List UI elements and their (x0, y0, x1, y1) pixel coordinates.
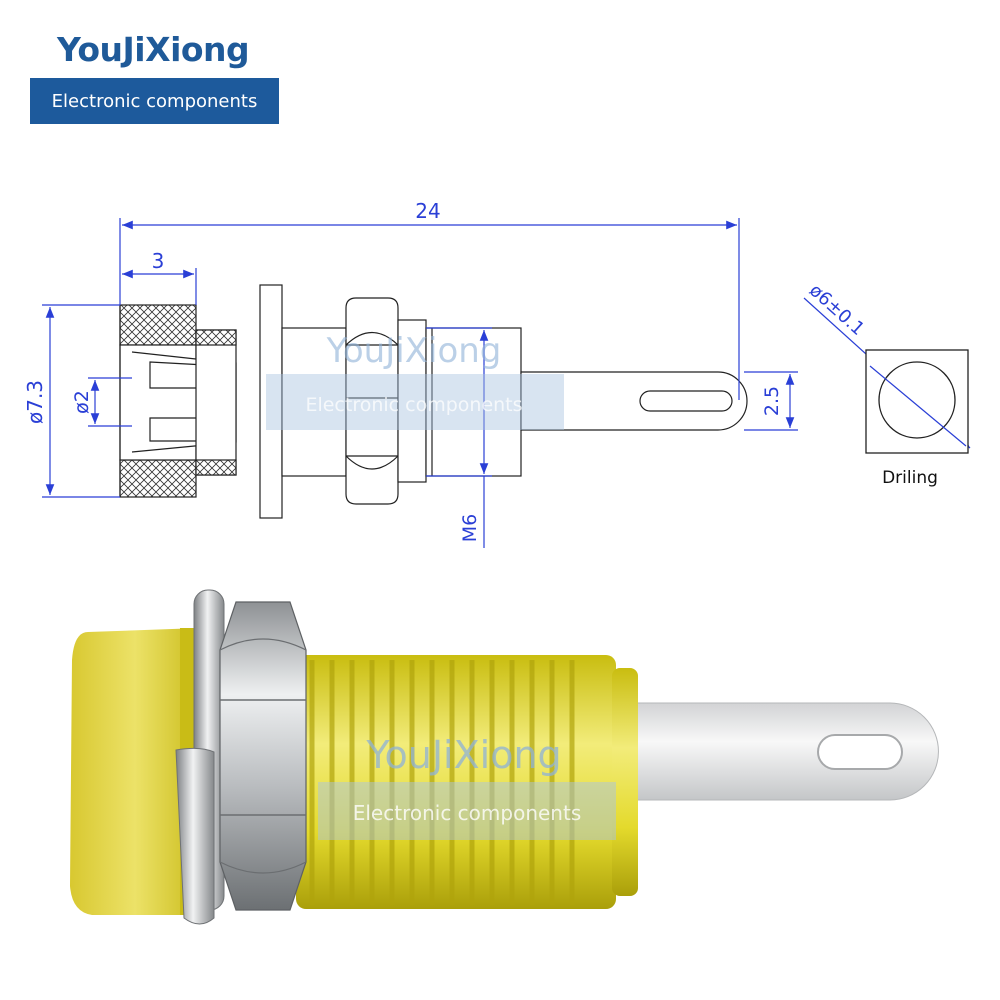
hex-nut (219, 601, 307, 911)
watermark-banner-bottom (318, 782, 616, 840)
brand-title: YouJiXiong (57, 30, 250, 69)
dim-overall-length: 24 (415, 199, 440, 223)
dim-head-length: 3 (152, 249, 165, 273)
technical-drawing (119, 284, 748, 519)
yellow-cap (70, 628, 200, 915)
knurl-top (119, 304, 197, 346)
dim-thread: M6 (459, 514, 481, 542)
watermark-tagline-bottom: Electronic components (353, 801, 582, 825)
dim-head-diameter: ø7.3 (23, 380, 47, 424)
washer-split (175, 747, 215, 925)
knurl-bottom (119, 459, 197, 498)
lug-hole-outline (639, 390, 733, 412)
drilling-diagram (865, 349, 969, 454)
watermark-banner-top (266, 374, 564, 430)
dim-hole-diameter: ø2 (71, 390, 93, 414)
brand-tagline: Electronic components (51, 90, 258, 112)
watermark-title-top: YouJiXiong (326, 331, 502, 371)
drilling-label: Driling (882, 468, 938, 488)
watermark-tagline-top: Electronic components (305, 394, 522, 416)
drilling-circle (878, 361, 956, 439)
solder-lug (599, 702, 939, 801)
dim-drill-diameter: ø6±0.1 (805, 280, 868, 340)
dim-lug-width: 2.5 (761, 386, 783, 416)
lug-outline (520, 371, 748, 431)
nut-outline (345, 297, 399, 505)
solder-lug-hole (817, 734, 903, 770)
watermark-title-bottom: YouJiXiong (365, 733, 561, 777)
brand-banner: Electronic components (30, 78, 279, 124)
